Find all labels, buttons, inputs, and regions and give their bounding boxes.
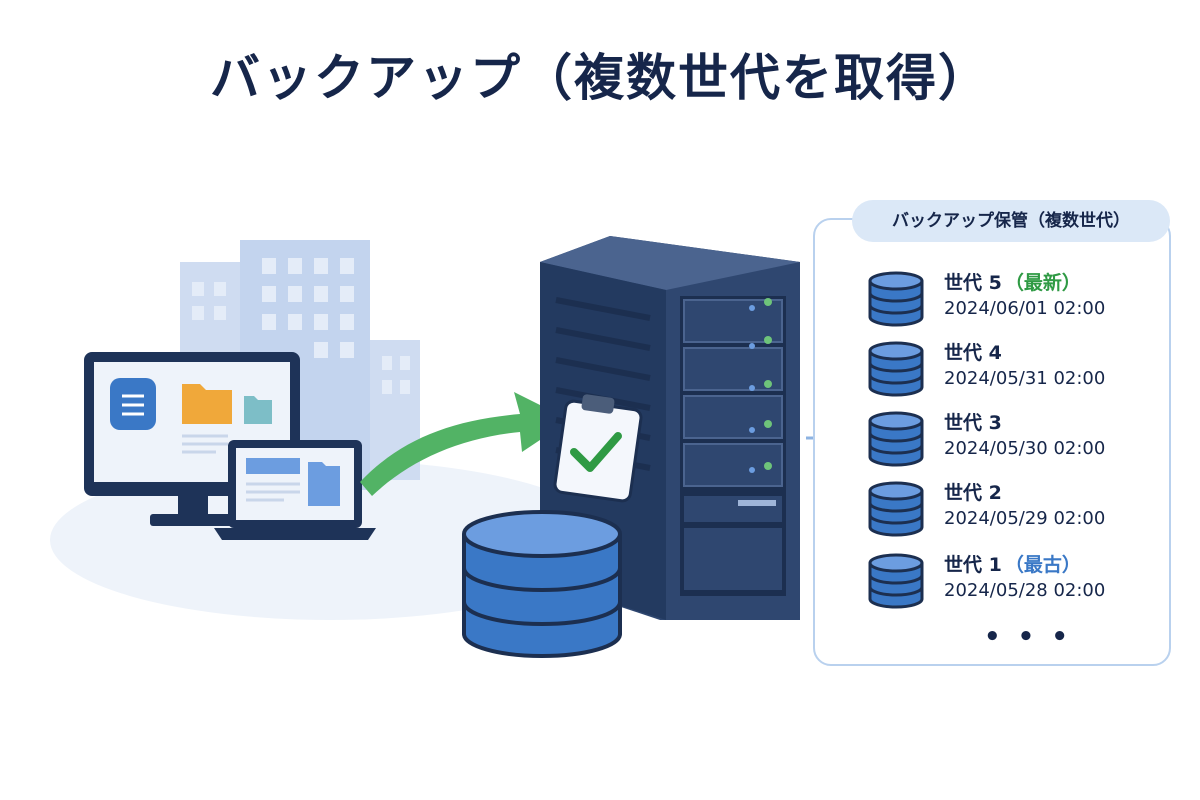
generation-item: 世代 2 2024/05/29 02:00 — [866, 478, 1166, 540]
page-title: バックアップ（複数世代を取得） — [210, 49, 990, 107]
database-icon — [868, 271, 924, 327]
database-icon — [868, 553, 924, 609]
laptop-icon — [214, 440, 376, 540]
generation-item: 世代 1（最古） 2024/05/28 02:00 — [866, 550, 1166, 612]
generation-name: 世代 3 — [944, 412, 1002, 434]
generation-item: 世代 5（最新） 2024/06/01 02:00 — [866, 268, 1166, 330]
generation-label: 世代 5（最新） — [944, 268, 1081, 295]
generation-tag: （最新） — [1004, 272, 1081, 294]
generation-name: 世代 2 — [944, 482, 1002, 504]
folder-icon — [182, 384, 232, 424]
generation-label: 世代 2 — [944, 478, 1005, 505]
clipboard-check-icon — [553, 394, 643, 503]
database-icon — [462, 510, 622, 658]
generation-timestamp: 2024/05/29 02:00 — [944, 508, 1106, 529]
generation-label: 世代 4 — [944, 338, 1005, 365]
arrow-icon — [360, 392, 570, 496]
generation-timestamp: 2024/05/30 02:00 — [944, 438, 1106, 459]
database-icon — [868, 341, 924, 397]
generation-name: 世代 1 — [944, 554, 1002, 576]
database-icon — [868, 411, 924, 467]
generation-label: 世代 3 — [944, 408, 1005, 435]
panel-title: バックアップ保管（複数世代） — [852, 200, 1170, 242]
generation-label: 世代 1（最古） — [944, 550, 1081, 577]
more-ellipsis: • • • — [984, 622, 1072, 652]
database-icon — [868, 481, 924, 537]
generation-item: 世代 3 2024/05/30 02:00 — [866, 408, 1166, 470]
generation-name: 世代 4 — [944, 342, 1002, 364]
generation-tag: （最古） — [1004, 554, 1081, 576]
generation-item: 世代 4 2024/05/31 02:00 — [866, 338, 1166, 400]
generation-timestamp: 2024/05/28 02:00 — [944, 580, 1106, 601]
generation-name: 世代 5 — [944, 272, 1002, 294]
generation-timestamp: 2024/06/01 02:00 — [944, 298, 1106, 319]
generation-timestamp: 2024/05/31 02:00 — [944, 368, 1106, 389]
